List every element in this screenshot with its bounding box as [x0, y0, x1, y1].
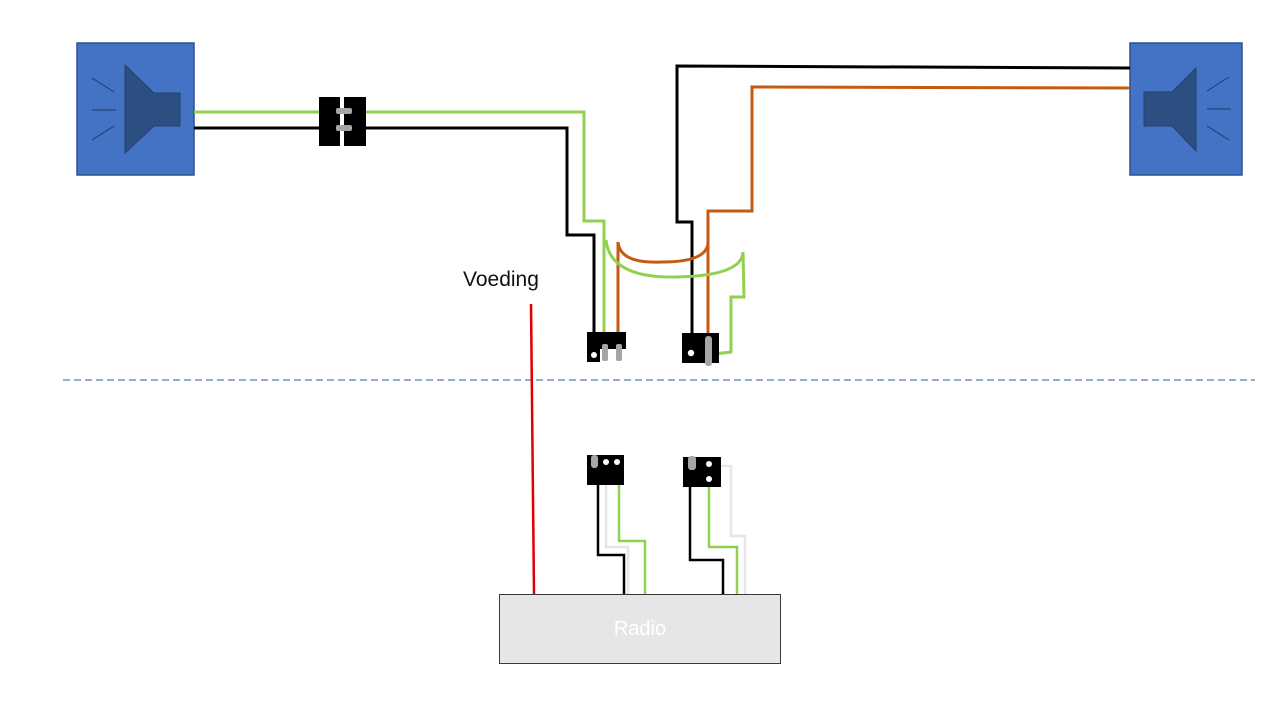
wire-green-radio-left	[617, 485, 647, 594]
wire-orange-right	[706, 85, 1131, 349]
wire-green-loop	[604, 239, 746, 356]
wire-black-right	[675, 64, 1131, 349]
wire-black-left	[194, 126, 596, 349]
upper-right-plug-icon	[682, 333, 719, 366]
wire-black-radio-left	[596, 485, 626, 594]
crossover-wires	[604, 239, 746, 356]
right-speaker-wires	[675, 64, 1131, 349]
wire-black-radio-right	[688, 487, 725, 594]
wire-green-radio-right	[707, 487, 739, 594]
power-wire	[529, 303, 536, 595]
power-label: Voeding	[463, 268, 539, 291]
wire-white-radio-left	[604, 485, 630, 594]
left-speaker-icon	[76, 42, 195, 176]
wire-green-left	[194, 110, 606, 349]
right-speaker-icon	[1129, 42, 1243, 176]
left-speaker-wires	[194, 110, 606, 349]
radio-label: Radio	[613, 617, 667, 640]
radio-unit: Radio	[499, 594, 781, 664]
wire-white-radio-right	[721, 464, 747, 594]
upper-left-plug-icon	[587, 332, 626, 362]
lower-right-plug-icon	[683, 456, 721, 487]
inline-connector-icon	[319, 97, 366, 146]
lower-left-plug-icon	[587, 455, 624, 485]
wire-orange-loop	[616, 241, 710, 349]
radio-wires	[596, 464, 747, 594]
